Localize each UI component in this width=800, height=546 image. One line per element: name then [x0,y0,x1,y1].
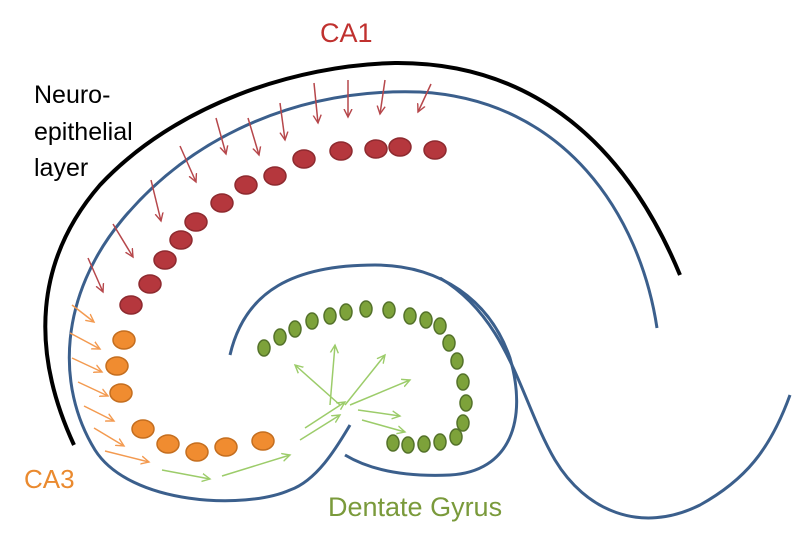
dentate-cell [449,428,463,446]
ca3-cell [156,434,180,454]
ca3-cell [185,442,209,462]
dentate-cell [456,373,470,391]
ca1-arrow [314,82,318,123]
ca3-cell [112,330,136,350]
dentate-arrow [344,355,385,406]
ca3-arrow [104,450,149,462]
dentate-arrow [221,455,290,477]
dentate-cell [288,320,302,338]
neuroepithelial-label-line2: epithelial [34,118,133,146]
dentate-cell [323,307,337,325]
dentate-cell [382,301,396,319]
dentate-arrow [329,345,335,406]
dentate-cell [442,334,456,352]
dentate-cell [450,352,464,370]
ca1-cell [263,166,287,186]
ca3-arrow [83,405,114,421]
ca1-cell [423,140,447,160]
dentate-arrow [349,380,410,406]
ca3-cell [214,437,238,457]
ca3-cell-layer [105,330,275,462]
dentate-cell [419,311,433,329]
dentate-granule-cell-layer [257,300,473,454]
dentate-cell [433,317,447,335]
dentate-cell [403,307,417,325]
dentate-cell [417,435,431,453]
dentate-arrow [361,419,405,432]
ca1-cell [388,137,412,157]
ca3-arrow [71,304,94,322]
ca1-arrow [380,79,386,114]
ca1-cell [210,193,234,213]
hippocampus-outer-outline [67,90,659,503]
dentate-cell [459,394,473,412]
ca1-arrow [418,83,432,112]
dentate-gyrus-label: Dentate Gyrus [328,492,502,522]
ca1-cell-layer [119,137,447,315]
ca1-arrow [215,117,226,154]
dentate-arrow [357,409,400,416]
ca1-cell [119,295,143,315]
dentate-cell [401,436,415,454]
ca3-migration-arrows [69,304,149,462]
ca1-label: CA1 [320,18,373,48]
dentate-cell [305,312,319,330]
ca3-arrow [71,357,102,372]
ca3-label: CA3 [24,464,75,494]
ca1-cell [329,141,353,161]
ca1-arrow [87,257,103,292]
ca1-arrow [112,223,133,257]
ca1-arrow [279,102,285,140]
ca1-cell [292,149,316,169]
ca3-cell [131,419,155,439]
neuroepithelial-outline [43,60,682,446]
ca1-cell [234,175,258,195]
dentate-arrow [299,415,340,441]
ca1-arrow [247,117,259,155]
dentate-fold-outline [228,263,519,477]
ca1-cell [169,230,193,250]
ca3-cell [105,356,129,376]
neuroepithelial-label-line3: layer [34,154,88,182]
dentate-arrow [295,365,341,406]
ca3-cell [251,431,275,451]
dentate-cell [456,414,470,432]
dentate-migration-arrows [161,345,410,479]
ca3-arrow [69,332,100,349]
dentate-arrow [304,402,345,429]
dentate-cell [273,328,287,346]
ca1-cell [153,250,177,270]
ca1-cell [138,274,162,294]
dentate-arrow [161,469,210,479]
ca1-cell [364,139,388,159]
ca3-cell [109,383,133,403]
ca3-arrow [93,427,124,446]
dentate-cell [359,300,373,318]
neuroepithelial-label-line1: Neuro- [34,81,110,109]
ca1-arrow [150,179,161,221]
lower-outline [439,276,792,520]
ca3-arrow [77,381,108,396]
dentate-cell [257,339,271,357]
ca1-migration-arrows [87,79,432,292]
dentate-cell [433,433,447,451]
ca1-cell [184,212,208,232]
dentate-cell [339,303,353,321]
dentate-cell [386,434,400,452]
ca1-arrow [179,145,196,182]
